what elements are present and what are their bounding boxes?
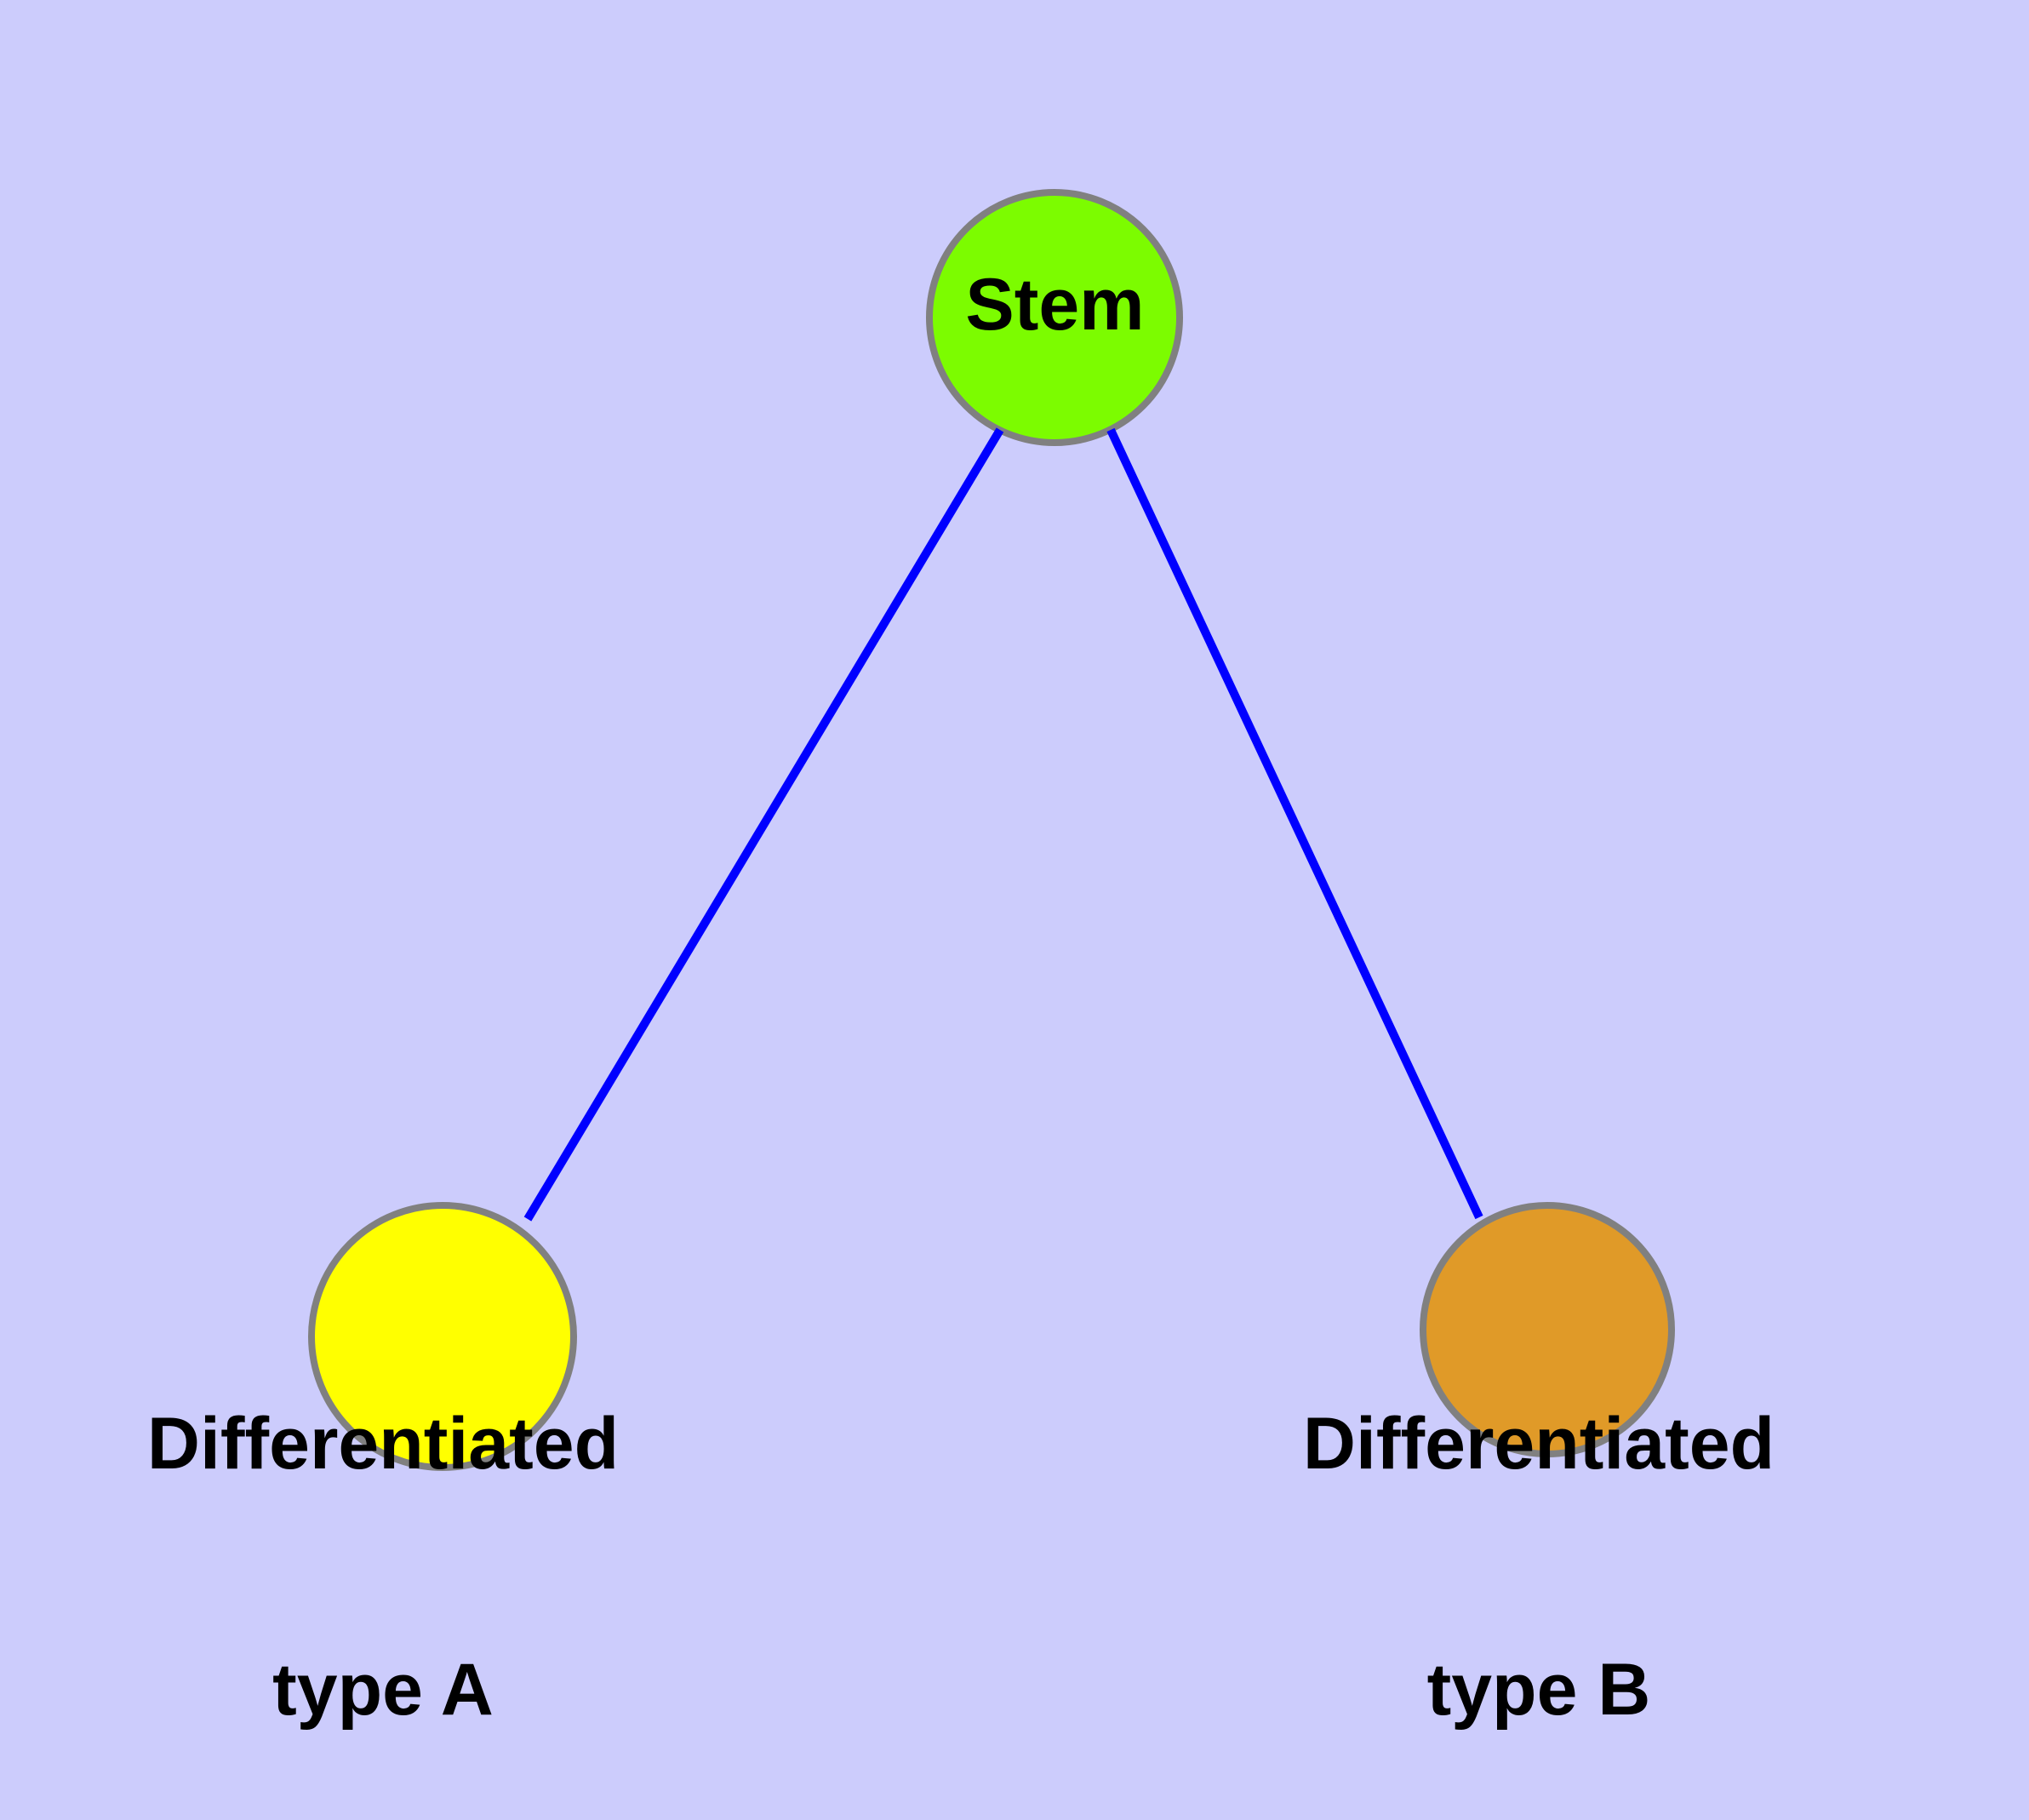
node-stem[interactable]: [926, 189, 1183, 446]
node-differentiated-type-b[interactable]: [1420, 1202, 1675, 1457]
edge-stem-to-differentiated-type-a[interactable]: [523, 427, 1004, 1222]
node-differentiated-type-a[interactable]: [308, 1202, 577, 1471]
edge-stem-to-differentiated-type-b[interactable]: [1106, 427, 1483, 1220]
